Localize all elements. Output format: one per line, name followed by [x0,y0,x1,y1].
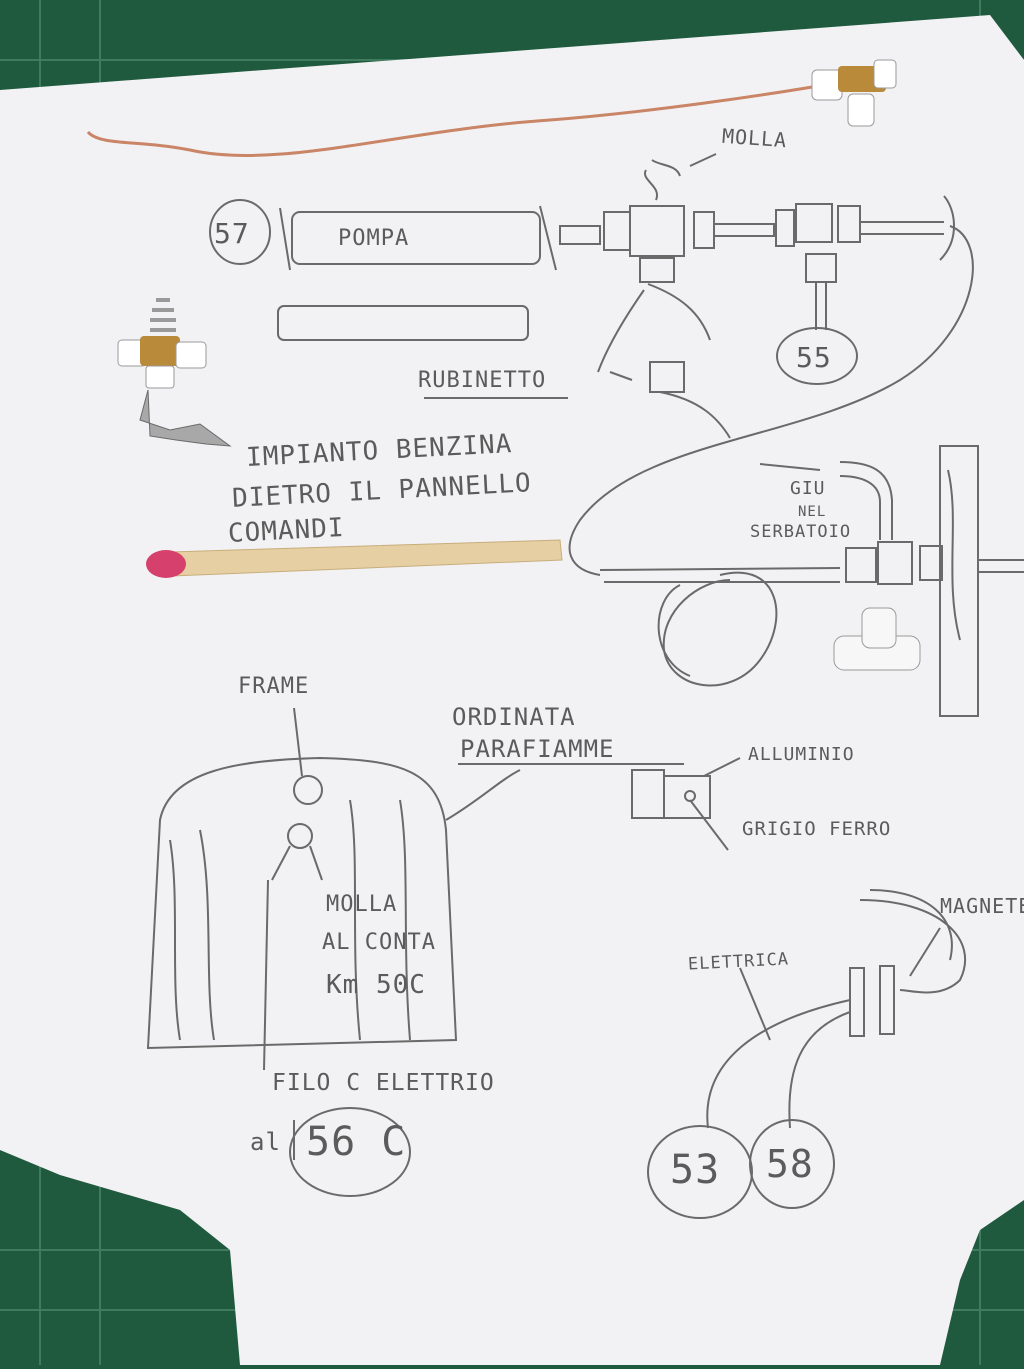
part-56c-label: 56 C [306,1119,407,1165]
pump-drawing [209,199,601,341]
filo-elettrico-label: FILO C ELETTRIO [272,1070,495,1096]
al-label: al [250,1128,281,1156]
part-53-label: 53 [670,1147,721,1193]
part-55-label: 55 [796,341,832,374]
serbatoio-label: SERBATOIO [750,522,852,542]
magnete-label: MAGNETE [940,894,1024,918]
firewall-drawing [146,707,684,1071]
alluminio-label: ALLUMINIO [748,744,855,765]
part-58-label: 58 [766,1142,814,1186]
paper-sheet [0,15,1024,1365]
copper-wire-part [86,59,897,158]
fuel-line-drawing [568,195,1024,717]
part-57-label: 57 [214,217,250,250]
frame-label: FRAME [238,674,310,699]
tee-fitting-part [833,607,921,671]
molla-label: MOLLA [721,123,788,153]
valve-drawing [424,153,944,439]
valve-part [117,298,232,447]
molla-conta-line-3: Km 50C [326,970,426,1000]
magneto-drawing [289,889,966,1219]
parafiamme-label: PARAFIAMME [460,735,615,763]
matchstick [146,539,563,578]
giu-label: GIU [790,478,826,499]
ordinata-label: ORDINATA [452,703,576,731]
bracket-drawing [631,757,741,851]
rubinetto-label: RUBINETTO [418,368,547,393]
grigio-ferro-label: GRIGIO FERRO [742,818,892,840]
pompa-label: POMPA [338,226,410,251]
molla-conta-line-2: AL CONTA [322,930,436,955]
impianto-line-3: COMANDI [227,512,346,550]
molla-conta-line-1: MOLLA [326,892,398,917]
nel-label: NEL [798,504,827,520]
